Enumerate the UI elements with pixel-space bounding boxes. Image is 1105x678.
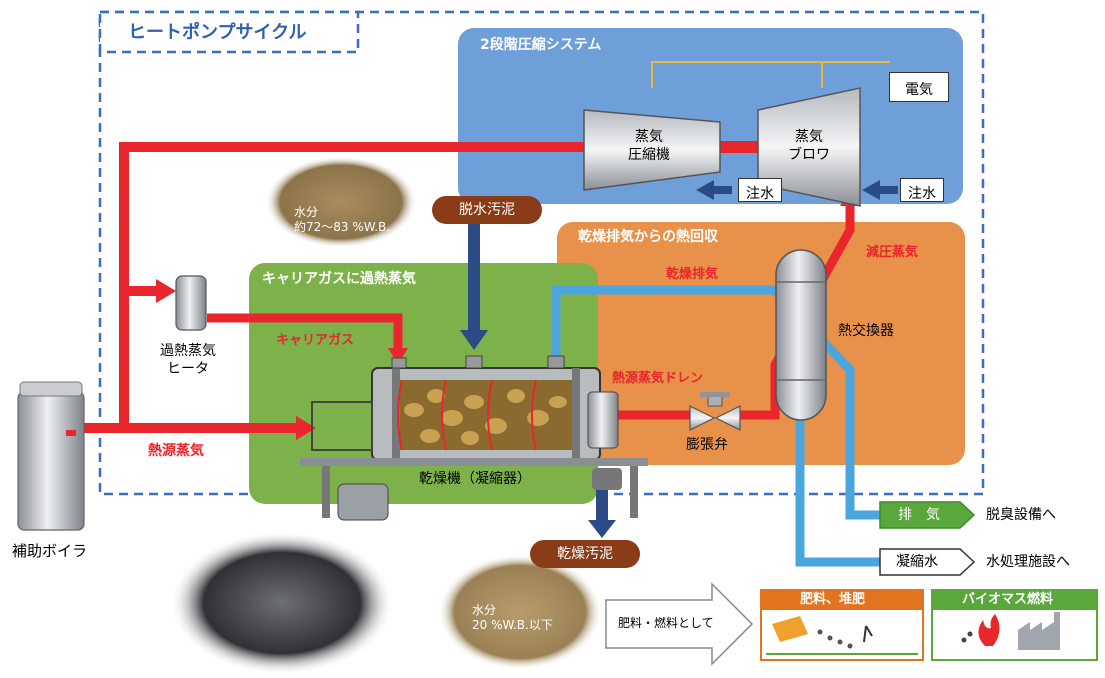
fertilizer-label: 肥料、堆肥 [800,592,866,607]
water-injection-label-2: 注水 [900,178,944,202]
electric-wire [651,61,890,88]
heat-recovery-region [557,222,965,465]
heat-source-steam-label: 熱源蒸気 [148,443,204,459]
expansion-valve [689,392,741,431]
sludge-feed-arrow-head [460,330,488,350]
sludge-feed-arrow-shaft [468,222,480,332]
condensate-output-label: 凝縮水 [896,554,938,570]
carrier-gas-arrow [388,348,408,364]
title-box [98,10,360,54]
compressor-label: 蒸気 圧縮機 [628,129,670,163]
blower-label: 蒸気 ブロワ [788,129,830,163]
superheater [175,275,207,331]
dried-sludge-photo [438,554,602,670]
compression-region [458,28,963,204]
condensate-destination: 水処理施設へ [986,554,1070,570]
heat-exchanger-label: 熱交換器 [838,323,894,339]
dried-sludge-arrow-shaft [596,490,608,522]
use-arrow [605,582,754,666]
dewatered-sludge-photo [265,156,417,248]
fertilizer-icon [766,616,918,655]
carrier-region-label: キャリアガスに過熱蒸気 [262,271,416,287]
superheater-feed-arrow [156,279,176,303]
dryer-label: 乾燥機（凝縮器） [419,471,531,487]
carrier-gas-line [207,313,403,350]
dried-sludge-arrow-head [588,520,616,538]
exhaust-destination: 脱臭設備へ [986,507,1056,523]
biomass-icon [961,612,1060,650]
aux-boiler [17,381,85,531]
heat-exchanger [775,249,827,421]
use-arrow-label: 肥料・燃料として [618,616,714,630]
dried-moisture: 水分 20 %W.B.以下 [472,603,553,632]
steam-blower [757,87,861,207]
biomass-label: バイオマス燃料 [962,592,1054,607]
exhaust-output-label: 排 気 [898,507,940,523]
dried-sludge-label: 乾燥汚泥 [530,540,640,568]
aux-boiler-label: 補助ボイラ [12,542,88,560]
diagram-title: ヒートポンプサイクル [128,22,307,43]
expansion-valve-label: 膨張弁 [686,437,728,453]
dryer-exhaust-label: 乾燥排気 [666,267,719,282]
compression-region-label: 2段階圧縮システム [480,37,602,53]
dewatered-sludge-label: 脱水汚泥 [432,196,542,224]
water-injection-arrow-2 [862,180,898,200]
electricity-label: 電気 [889,72,949,102]
heat-source-arrow [296,416,316,440]
exhaust-output-arrow [879,501,976,529]
water-injection-arrow-1 [696,180,732,200]
water-injection-label-1: 注水 [738,178,782,202]
reduced-pressure-steam-label: 減圧蒸気 [866,245,919,260]
dryer-machine [300,355,648,521]
steam-compressor [583,109,721,191]
superheater-label: 過熱蒸気 ヒータ [160,343,216,377]
carrier-gas-label: キャリアガス [276,333,355,348]
dewatered-moisture: 水分 約72～83 %W.B. [294,205,391,234]
steam-drain-label: 熱源蒸気ドレン [612,371,704,386]
dryer-interior-photo [170,531,394,675]
condensate-output-arrow [879,548,976,576]
condensate-line [795,400,880,567]
recovery-region-label: 乾燥排気からの熱回収 [578,229,718,245]
